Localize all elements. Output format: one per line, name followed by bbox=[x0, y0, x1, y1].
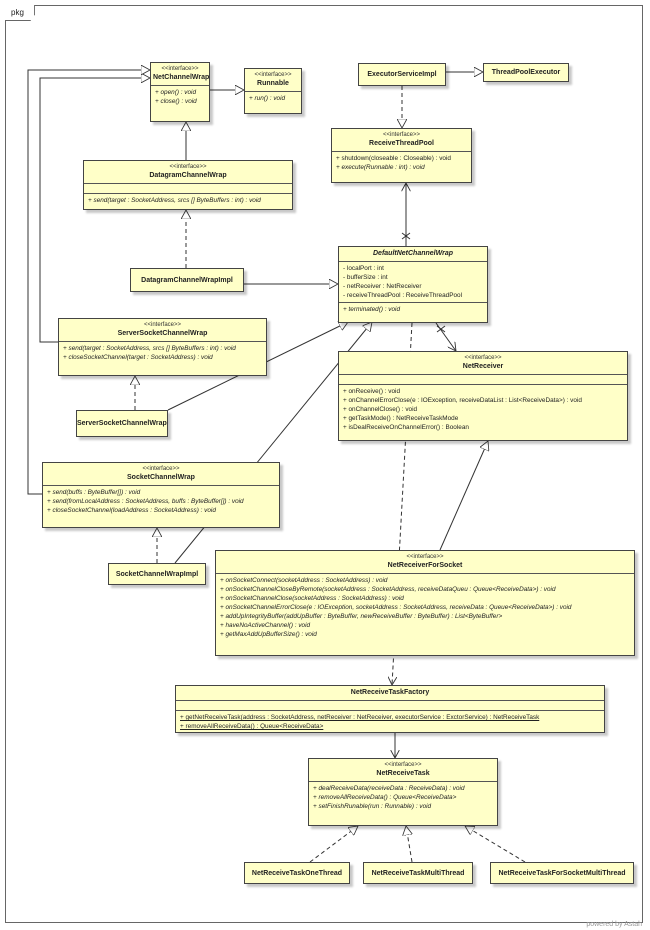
method-row: + closeSocketChannel(loadAddress : Socke… bbox=[47, 507, 216, 514]
class-name: SocketChannelWrap bbox=[127, 474, 195, 481]
attribute-section bbox=[339, 375, 627, 385]
class-net-channel-wrap[interactable]: <<interface>> NetChannelWrap + open() : v… bbox=[150, 62, 210, 122]
class-name: DatagramChannelWrap bbox=[149, 172, 227, 179]
attribute-row: - bufferSize : int bbox=[343, 274, 388, 281]
link-default-netreceiver-x2 bbox=[436, 325, 446, 333]
method-row: + onSocketChannelCloseByRemote(socketAdd… bbox=[220, 586, 556, 593]
link-multithread-task bbox=[406, 826, 413, 863]
class-thread-pool-executor[interactable]: ThreadPoolExecutor bbox=[483, 63, 569, 82]
class-name: NetReceiveTask bbox=[376, 770, 430, 777]
method-row: + send(buffs : ByteBuffer[]) : void bbox=[47, 489, 141, 496]
powered-by-label: powered by Astah bbox=[586, 921, 642, 928]
method-row: + close() : void bbox=[155, 98, 197, 105]
package-frame-label: pkg bbox=[5, 5, 35, 21]
class-net-receive-task[interactable]: <<interface>> NetReceiveTask + dealReceiv… bbox=[308, 758, 498, 826]
method-row: + setFinishRunable(run : Runnable) : voi… bbox=[313, 803, 432, 810]
class-socket-channel-wrap-impl[interactable]: SocketChannelWrapImpl bbox=[108, 563, 206, 585]
stereotype-label: <<interface>> bbox=[382, 132, 421, 138]
class-name: NetReceiveTaskForSocketMultiThread bbox=[498, 869, 626, 877]
link-socketmultithread-task bbox=[465, 826, 526, 863]
link-serversocket-netchannelwrap bbox=[39, 78, 150, 343]
class-net-receiver-for-socket[interactable]: <<interface>> NetReceiverForSocket + onSo… bbox=[215, 550, 635, 656]
package-frame bbox=[5, 5, 643, 923]
method-row: + closeSocketChannel(target : SocketAddr… bbox=[63, 354, 213, 361]
link-netreceiverforsocket-netreceiver bbox=[439, 441, 488, 551]
class-datagram-channel-wrap[interactable]: <<interface>> DatagramChannelWrap + send(… bbox=[83, 160, 293, 210]
class-name: NetReceiveTaskOneThread bbox=[251, 869, 343, 877]
class-executor-service-impl[interactable]: ExecutorServiceImpl bbox=[358, 63, 446, 86]
link-onethread-task bbox=[309, 826, 358, 863]
class-name: NetReceiver bbox=[462, 363, 504, 370]
method-row: + onSocketConnect(socketAddress : Socket… bbox=[220, 577, 388, 584]
link-default-receivethreadpool-x2 bbox=[401, 232, 411, 240]
class-default-net-channel-wrap[interactable]: DefaultNetChannelWrap - localPort : int … bbox=[338, 246, 488, 323]
attribute-row: - netReceiver : NetReceiver bbox=[343, 283, 422, 290]
stereotype-label: <<interface>> bbox=[169, 164, 207, 170]
attribute-row: - localPort : int bbox=[343, 265, 384, 272]
method-row: + onChannelClose() : void bbox=[343, 406, 418, 413]
class-name: ThreadPoolExecutor bbox=[491, 69, 561, 76]
method-row: + execute(Runnable : int) : void bbox=[336, 164, 425, 171]
method-row: + onReceive() : void bbox=[343, 388, 401, 395]
stereotype-label: <<interface>> bbox=[406, 554, 444, 560]
method-row: + onChannelErrorClose(e : IOException, r… bbox=[343, 397, 582, 404]
method-row: + run() : void bbox=[249, 95, 286, 102]
class-name: ReceiveThreadPool bbox=[369, 140, 434, 147]
attribute-row: - receiveThreadPool : ReceiveThreadPool bbox=[343, 292, 462, 299]
method-row: + terminated() : void bbox=[343, 306, 401, 313]
class-name: Runnable bbox=[257, 80, 289, 87]
class-server-socket-channel-wrap[interactable]: <<interface>> ServerSocketChannelWrap + s… bbox=[58, 318, 267, 376]
method-row: + getNetReceiveTask(address : SocketAddr… bbox=[180, 714, 540, 721]
method-row: + dealReceiveData(receiveData : ReceiveD… bbox=[313, 785, 465, 792]
class-net-receiver[interactable]: <<interface>> NetReceiver + onReceive() :… bbox=[338, 351, 628, 441]
stereotype-label: <<interface>> bbox=[254, 72, 292, 78]
attribute-section bbox=[176, 701, 604, 711]
attribute-section bbox=[84, 184, 292, 194]
method-row: + send(fromLocalAddress : SocketAddress,… bbox=[47, 498, 244, 505]
method-row: + removeAllReceiveData() : Queue<Receive… bbox=[313, 794, 457, 801]
method-row: + onSocketChannelErrorClose(e : IOExcept… bbox=[220, 604, 572, 611]
method-row: + getTaskMode() : NetReceiveTaskMode bbox=[343, 415, 459, 422]
class-name: SocketChannelWrapImpl bbox=[115, 570, 199, 578]
class-net-receive-task-factory[interactable]: NetReceiveTaskFactory + getNetReceiveTas… bbox=[175, 685, 605, 733]
class-name: ExecutorServiceImpl bbox=[367, 71, 437, 78]
class-name: NetReceiverForSocket bbox=[387, 562, 463, 569]
class-socket-channel-wrap[interactable]: <<interface>> SocketChannelWrap + send(bu… bbox=[42, 462, 280, 528]
method-row: + send(target : SocketAddress, srcs [] B… bbox=[63, 345, 236, 352]
class-name: ServerSocketChannelWrapImpl bbox=[77, 420, 167, 427]
method-row: + open() : void bbox=[155, 89, 197, 96]
class-name: ServerSocketChannelWrap bbox=[117, 330, 208, 337]
stereotype-label: <<interface>> bbox=[384, 762, 422, 768]
method-row: + removeAllReceiveData() : Queue<Receive… bbox=[180, 723, 324, 730]
class-receive-thread-pool[interactable]: <<interface>> ReceiveThreadPool + shutdow… bbox=[331, 128, 472, 183]
link-socket-netchannelwrap bbox=[27, 70, 150, 495]
method-row: + send(target : SocketAddress, srcs [] B… bbox=[88, 197, 261, 204]
class-runnable[interactable]: <<interface>> Runnable + run() : void bbox=[244, 68, 302, 114]
method-row: + onSocketChannelClose(socketAddress : S… bbox=[220, 595, 404, 602]
class-name: NetReceiveTaskFactory bbox=[350, 689, 430, 696]
stereotype-label: <<interface>> bbox=[464, 355, 502, 361]
class-net-receive-task-one-thread[interactable]: NetReceiveTaskOneThread bbox=[244, 862, 350, 884]
method-row: + getMaxAddUpBufferSize() : void bbox=[220, 631, 317, 638]
method-row: + haveNoActiveChannel() : void bbox=[220, 622, 311, 629]
class-server-socket-channel-wrap-impl[interactable]: ServerSocketChannelWrapImpl bbox=[76, 410, 168, 437]
class-net-receive-task-multi-thread[interactable]: NetReceiveTaskMultiThread bbox=[363, 862, 473, 884]
class-name: DatagramChannelWrapImpl bbox=[141, 276, 233, 284]
class-name: NetChannelWrap bbox=[153, 74, 210, 81]
method-row: + addUpIntegrityBuffer(addUpBuffer : Byt… bbox=[220, 613, 503, 620]
method-row: + isDealReceiveOnChannelError() : Boolea… bbox=[343, 424, 469, 431]
class-net-receive-task-for-socket-multi-thread[interactable]: NetReceiveTaskForSocketMultiThread bbox=[490, 862, 634, 884]
stereotype-label: <<interface>> bbox=[143, 322, 182, 328]
class-name: NetReceiveTaskMultiThread bbox=[371, 869, 465, 877]
class-datagram-channel-wrap-impl[interactable]: DatagramChannelWrapImpl bbox=[130, 268, 244, 292]
class-name: DefaultNetChannelWrap bbox=[373, 250, 453, 257]
method-row: + shutdown(closeable : Closeable) : void bbox=[336, 155, 451, 162]
stereotype-label: <<interface>> bbox=[142, 466, 180, 472]
stereotype-label: <<interface>> bbox=[161, 66, 199, 72]
